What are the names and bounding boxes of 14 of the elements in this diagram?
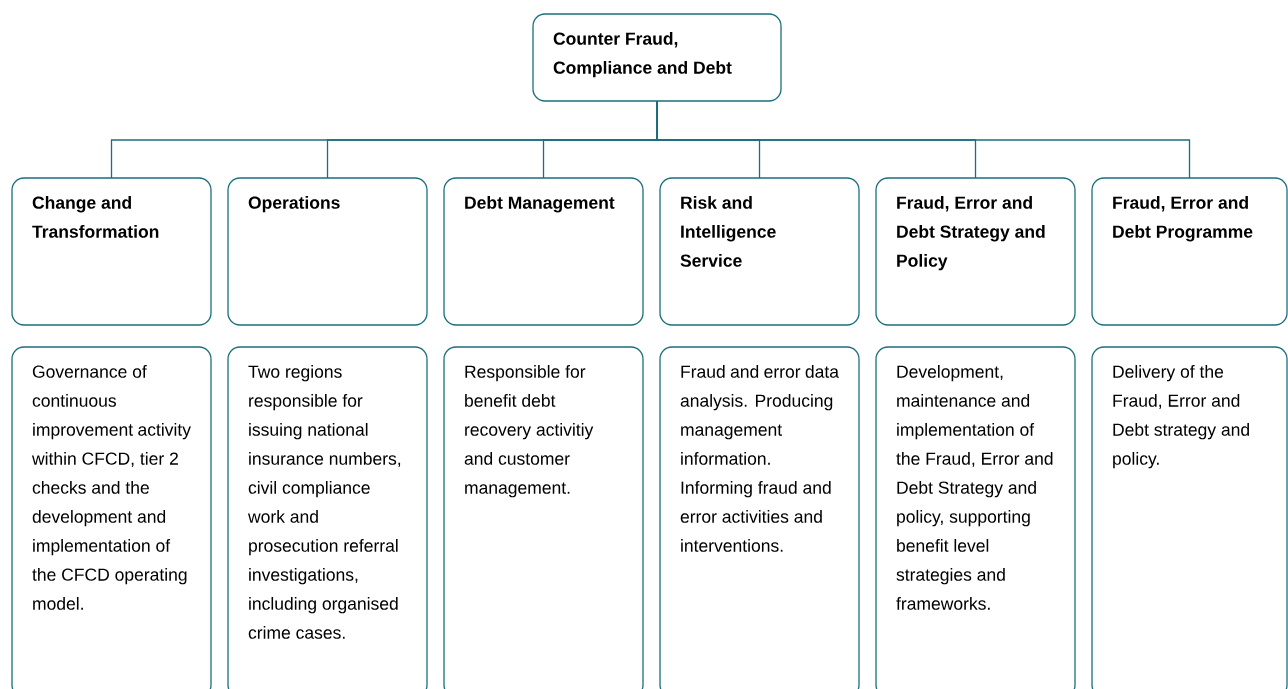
description-box: Delivery of the Fraud, Error and Debt strategy and policy. — [1091, 346, 1288, 689]
description-box: Governance of continuous improvement activity within CFCD, tier 2 checks and the development and implementation of the CFCD operating model. — [11, 346, 212, 689]
department-box: Debt Management — [443, 177, 644, 326]
description-box: Responsible for benefit debt recovery activitiy and customer management. — [443, 346, 644, 689]
description-box: Development, maintenance and implementation of the Fraud, Error and Debt Strategy and policy, supporting benefit level strategies and frameworks. — [875, 346, 1076, 689]
department-box: Fraud, Error and Debt Programme — [1091, 177, 1288, 326]
description-box: Two regions responsible for issuing national insurance numbers, civil compliance work and prosecution referral investigations, including organised crime cases. — [227, 346, 428, 689]
department-box: Operations — [227, 177, 428, 326]
department-box: Fraud, Error and Debt Strategy and Policy — [875, 177, 1076, 326]
unit-box: Counter Fraud, Compliance and Debt — [532, 13, 782, 102]
connector-line — [656, 100, 1191, 179]
department-box: Change and Transformation — [11, 177, 212, 326]
description-box: Fraud and error data analysis. Producing management information. Informing fraud and error activities and interventions. — [659, 346, 860, 689]
department-box: Risk and Intelligence Service — [659, 177, 860, 326]
